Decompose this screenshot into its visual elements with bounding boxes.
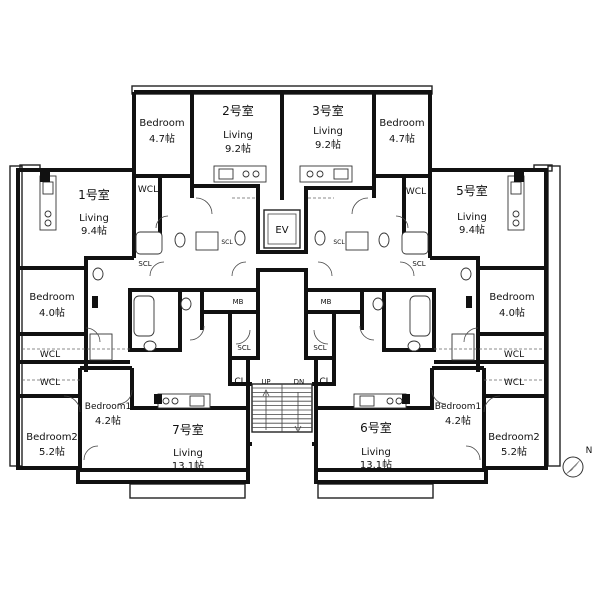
unit5-name: 5号室 [456,183,488,198]
scl-lower-left: SCL [237,344,250,352]
unit2-name: 2号室 [222,103,254,118]
unit7-living-label: Living [173,448,203,459]
bedroom1-unit6-size: 4.2帖 [445,414,471,427]
bedroom1-unit7-size: 4.2帖 [95,414,121,427]
elevator-label: EV [275,225,288,236]
bedroom1-unit7-label: Bedroom1 [85,402,131,412]
stair-up-label: UP [261,378,270,386]
wcl-right-lower: WCL [504,378,524,388]
wcl-right-upper: WCL [504,350,524,360]
unit5-living-label: Living [457,212,487,223]
bedroom-unit3-size: 4.7帖 [389,132,415,145]
wcl-left-upper: WCL [40,350,60,360]
bedroom-unit1-size: 4.0帖 [39,306,65,319]
staircase [251,383,313,433]
unit3-living-size: 9.2帖 [315,138,341,151]
bedroom2-unit6-size: 5.2帖 [501,445,527,458]
unit3-living-label: Living [313,126,343,137]
mb-right-label: MB [321,298,332,306]
inner-walls [18,92,546,468]
wcl-unit5-label: WCL [406,187,426,197]
scl-upper-right: SCL [333,239,345,246]
bedroom-unit2-label: Bedroom [139,118,184,129]
stair-down-label: DN [294,378,305,386]
bedroom-unit5-label: Bedroom [489,292,534,303]
unit2-living-size: 9.2帖 [225,142,251,155]
unit6-name: 6号室 [360,420,392,435]
bedroom-unit5-size: 4.0帖 [499,306,525,319]
scl-right: SCL [412,260,425,268]
unit7-living-size: 13.1帖 [172,459,204,472]
mb-left-label: MB [233,298,244,306]
elevator [263,209,301,249]
unit5-living-size: 9.4帖 [459,223,485,236]
unit6-living-size: 13.1帖 [360,458,392,471]
wcl-unit1-label: WCL [138,185,158,195]
bedroom-unit2-size: 4.7帖 [149,132,175,145]
unit3-name: 3号室 [312,103,344,118]
unit1-living-size: 9.4帖 [81,224,107,237]
unit2-living-label: Living [223,130,253,141]
scl-left: SCL [138,260,151,268]
room-labels: Bedroom 4.7帖 2号室 Living 9.2帖 3号室 Living … [26,103,540,472]
unit1-living-label: Living [79,213,109,224]
bedroom1-unit6-label: Bedroom1 [435,402,481,412]
bath-fixtures [89,230,475,361]
bedroom2-unit7-size: 5.2帖 [39,445,65,458]
compass-north-icon: N [562,446,593,478]
closet-dashes [22,197,544,381]
doors [63,197,501,461]
bedroom2-unit7-label: Bedroom2 [26,432,78,443]
unit7-name: 7号室 [172,422,204,437]
bedroom2-unit6-label: Bedroom2 [488,432,540,443]
wcl-left-lower: WCL [40,378,60,388]
scl-lower-right: SCL [313,344,326,352]
bedroom-unit1-label: Bedroom [29,292,74,303]
unit6-living-label: Living [361,447,391,458]
bedroom-unit3-label: Bedroom [379,118,424,129]
unit1-name: 1号室 [78,187,110,202]
cl-right-label: CL [319,377,330,387]
compass-north-label: N [586,446,593,456]
scl-upper-left: SCL [221,239,233,246]
kitchen-fixtures [39,165,525,409]
cl-left-label: CL [234,377,245,387]
